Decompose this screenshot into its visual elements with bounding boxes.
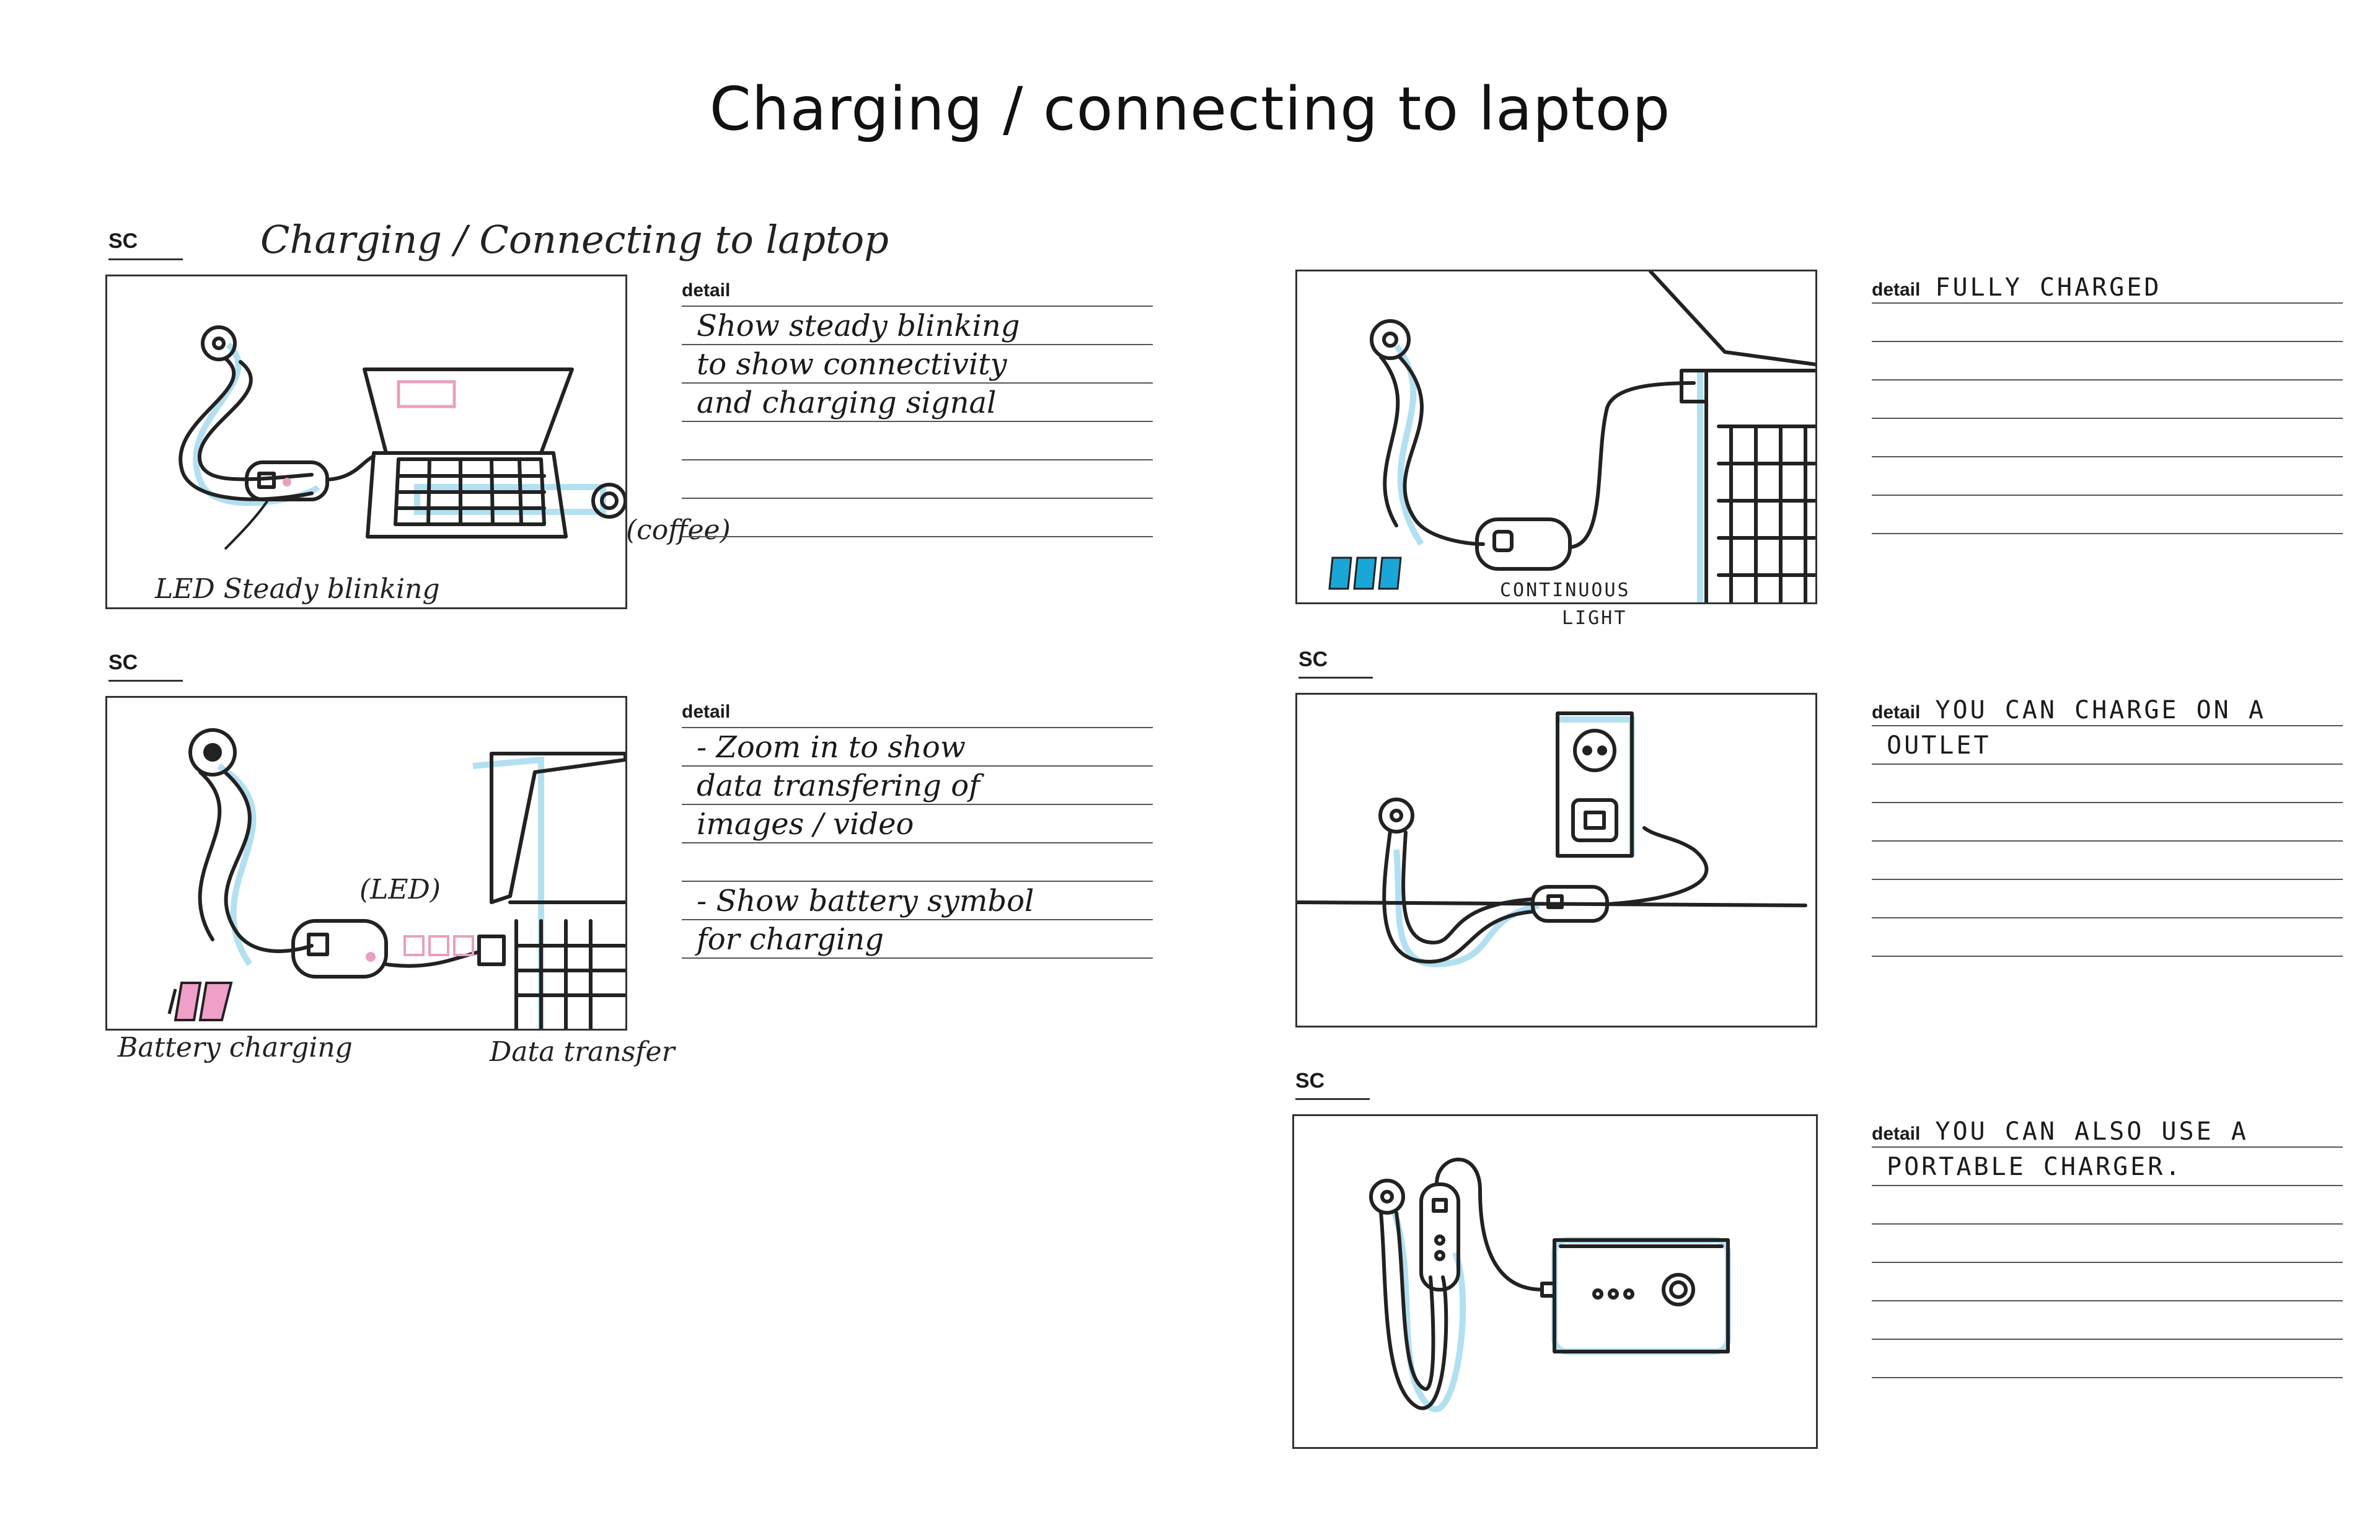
panel-3-caption-continuous: CONTINUOUS xyxy=(1500,579,1631,601)
panel-1-detail-line xyxy=(682,422,1153,460)
panel-1-sketch xyxy=(105,275,627,609)
page-title: Charging / connecting to laptop xyxy=(709,74,1671,144)
panel-3-drawing xyxy=(1370,271,1815,602)
sc-label-1: SC xyxy=(108,229,183,260)
panel-4-detail-line xyxy=(1872,803,2343,842)
panel-2-caption-data: Data transfer xyxy=(490,1036,675,1068)
panel-5-detail-line xyxy=(1872,1301,2343,1340)
sc-label-2: SC xyxy=(108,651,183,682)
panel-2-detail-line: - Show battery symbol xyxy=(682,882,1153,920)
panel-3-detail-line xyxy=(1872,304,2343,342)
battery-full-icon xyxy=(1328,557,1402,590)
panel-1-detail-line xyxy=(682,499,1153,537)
panel-2-detail-line: for charging xyxy=(682,920,1153,959)
panel-4-drawing xyxy=(1297,711,1807,967)
panel-2-detail-label: detail xyxy=(682,697,1153,728)
panel-3-sketch xyxy=(1295,270,1817,604)
panel-5-detail-line xyxy=(1872,1340,2343,1378)
panel-2-detail-line xyxy=(682,843,1153,882)
sc-label-5: SC xyxy=(1295,1069,1370,1100)
panel-2-detail-line: - Zoom in to show xyxy=(682,728,1153,767)
panel-2-detail-line: data transfering of xyxy=(682,767,1153,805)
panel-3-detail-line xyxy=(1872,496,2343,534)
panel-3-detail-text: FULLY CHARGED xyxy=(1935,273,2162,302)
panel-1-detail-label: detail xyxy=(682,276,1153,307)
panel-1-caption-coffee: (coffee) xyxy=(626,514,731,546)
panel-4-detail-text: YOU CAN CHARGE ON A xyxy=(1935,696,2266,724)
sc-label-4: SC xyxy=(1298,648,1373,679)
panel-3-caption-light: LIGHT xyxy=(1562,607,1628,629)
panel-5-drawing xyxy=(1369,1158,1731,1412)
panel-5-detail-text: YOU CAN ALSO USE A xyxy=(1935,1117,2249,1146)
panel-2-drawing xyxy=(167,728,625,1029)
panel-3-detail-line xyxy=(1872,342,2343,381)
panel-1-detail-line xyxy=(682,460,1153,499)
panel-2-notes: detail - Zoom in to show data transferin… xyxy=(682,697,1153,959)
panel-4-detail-line xyxy=(1872,880,2343,918)
panel-4-detail-line: OUTLET xyxy=(1872,726,2343,765)
panel-5-detail-line xyxy=(1872,1263,2343,1301)
panel-4-detail-line xyxy=(1872,842,2343,880)
panel-1-notes: detail Show steady blinking to show conn… xyxy=(682,276,1153,537)
panel-1-caption-led: LED Steady blinking xyxy=(155,573,440,605)
panel-5-sketch xyxy=(1292,1114,1818,1449)
panel-1-drawing xyxy=(178,325,625,550)
panel-2-detail-line: images / video xyxy=(682,805,1153,843)
panel-1-heading: Charging / Connecting to laptop xyxy=(260,217,889,262)
panel-5-detail-line xyxy=(1872,1186,2343,1225)
panel-3-detail-line xyxy=(1872,457,2343,496)
panel-1-detail-line: and charging signal xyxy=(682,384,1153,422)
panel-3-detail-line xyxy=(1872,381,2343,419)
panel-4-detail-line xyxy=(1872,765,2343,803)
panel-1-detail-line: Show steady blinking xyxy=(682,307,1153,345)
panel-2-caption-led: (LED) xyxy=(359,874,441,905)
panel-2-caption-battery: Battery charging xyxy=(118,1032,353,1063)
panel-1-detail-line: to show connectivity xyxy=(682,345,1153,384)
panel-5-detail-line: PORTABLE CHARGER. xyxy=(1872,1148,2343,1186)
panel-4-detail-line xyxy=(1872,918,2343,957)
panel-2-sketch xyxy=(105,696,627,1031)
panel-4-sketch xyxy=(1295,693,1817,1027)
panel-3-detail-line xyxy=(1872,419,2343,457)
panel-5-detail-line xyxy=(1872,1225,2343,1263)
